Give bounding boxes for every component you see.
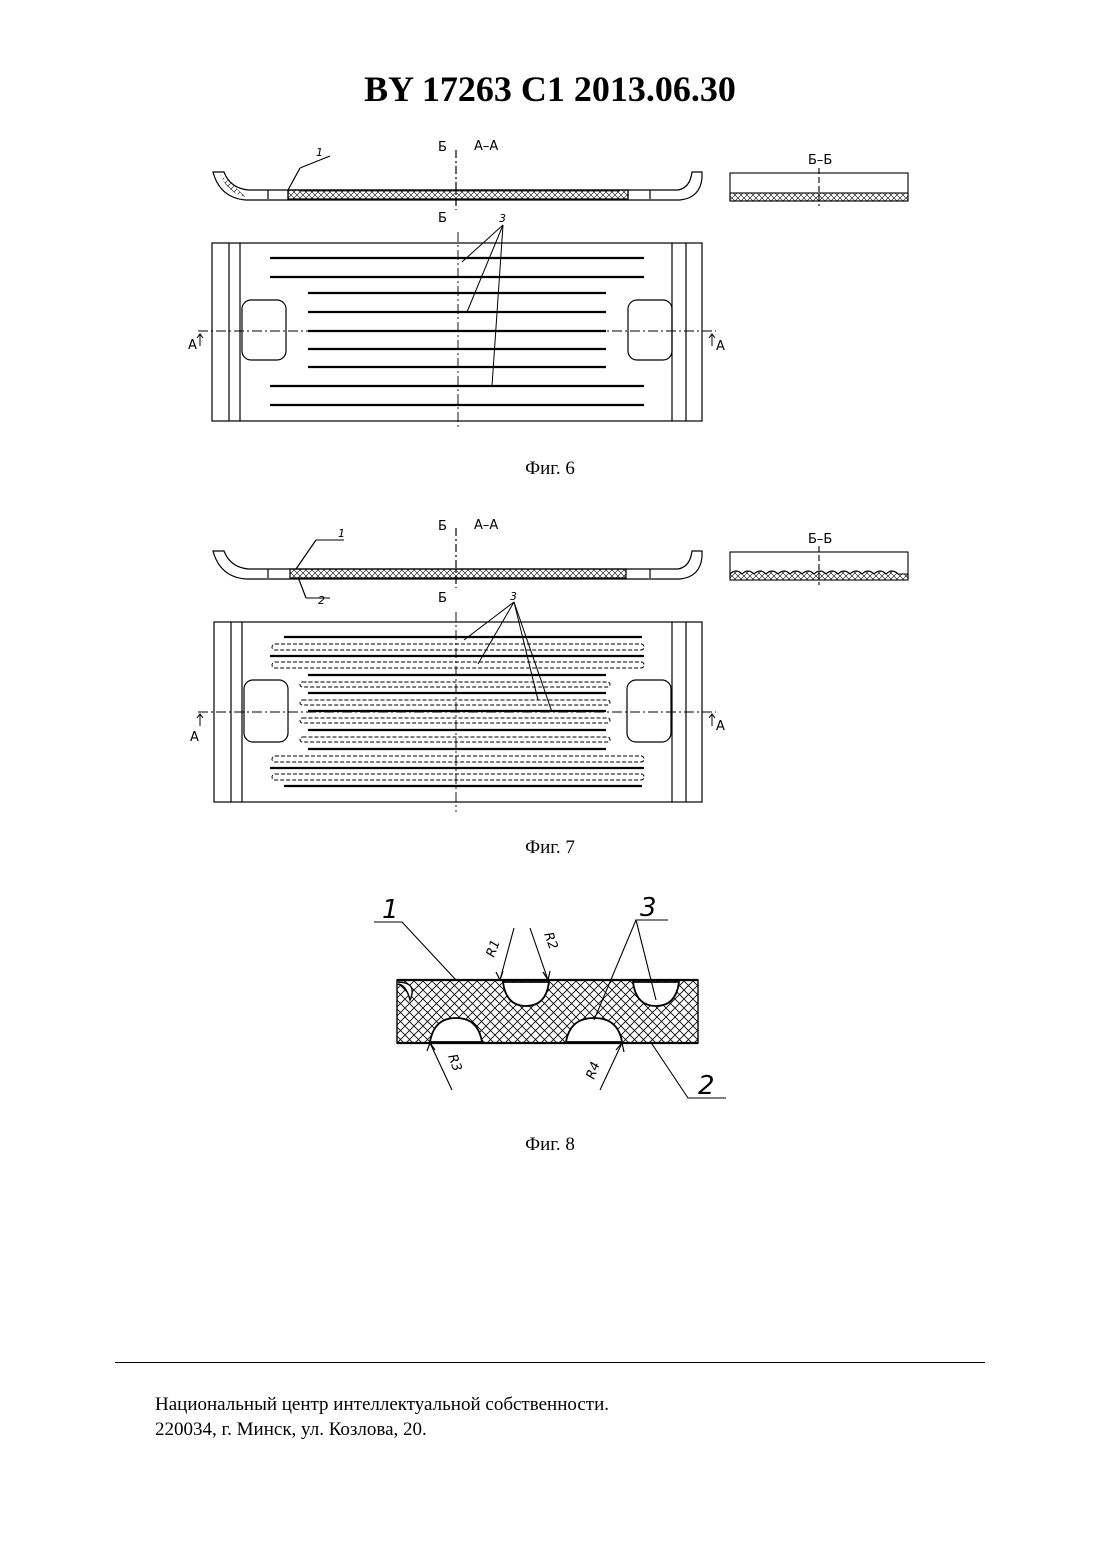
fig8-callout-1: 1 (382, 895, 399, 925)
radius-r2-label: R2 (540, 930, 560, 951)
radius-r1-label: R1 (484, 938, 504, 959)
footer-line-2: 220034, г. Минск, ул. Козлова, 20. (155, 1417, 609, 1442)
figure-8-drawing: 1 2 3 R1 R2 R3 R4 (0, 0, 1100, 1120)
fig8-callout-2: 2 (698, 1071, 715, 1101)
footer-address: Национальный центр интеллектуальной собс… (155, 1392, 609, 1442)
footer-divider (115, 1362, 985, 1363)
radius-r4-label: R4 (584, 1060, 604, 1081)
footer-line-1: Национальный центр интеллектуальной собс… (155, 1392, 609, 1417)
fig8-callout-3: 3 (640, 893, 657, 923)
figure-8-caption: Фиг. 8 (0, 1134, 1100, 1156)
radius-r3-label: R3 (444, 1052, 464, 1073)
